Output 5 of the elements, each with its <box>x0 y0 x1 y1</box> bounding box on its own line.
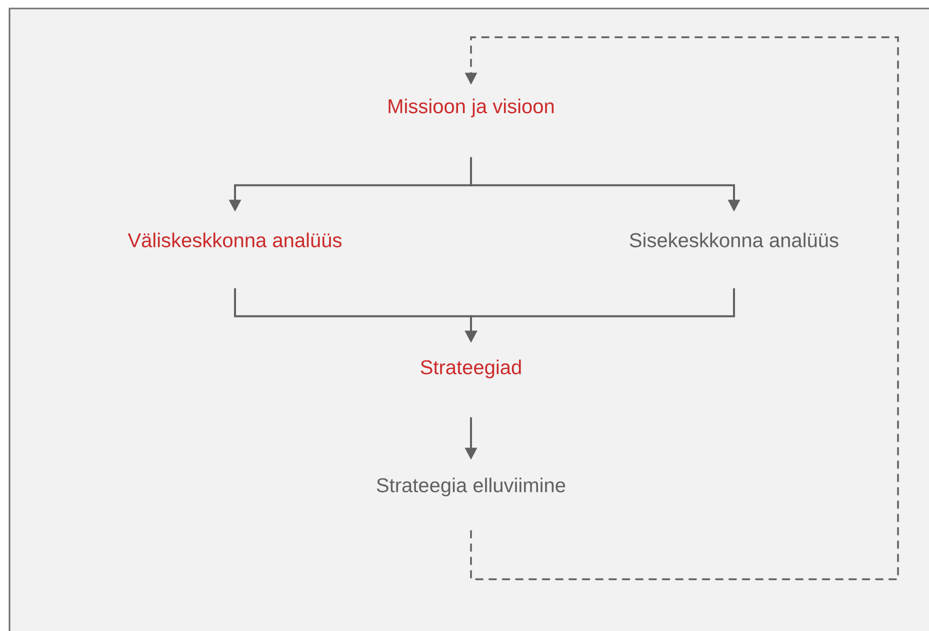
node-label: Strateegia elluviimine <box>376 478 566 496</box>
node-label: Missioon ja visioon <box>388 98 554 118</box>
node-label: Väliskeskkonna analüüs <box>128 232 342 248</box>
node-label: Sisekeskkonna analüüs <box>630 232 838 248</box>
node-label: Strateegiad <box>420 360 521 378</box>
